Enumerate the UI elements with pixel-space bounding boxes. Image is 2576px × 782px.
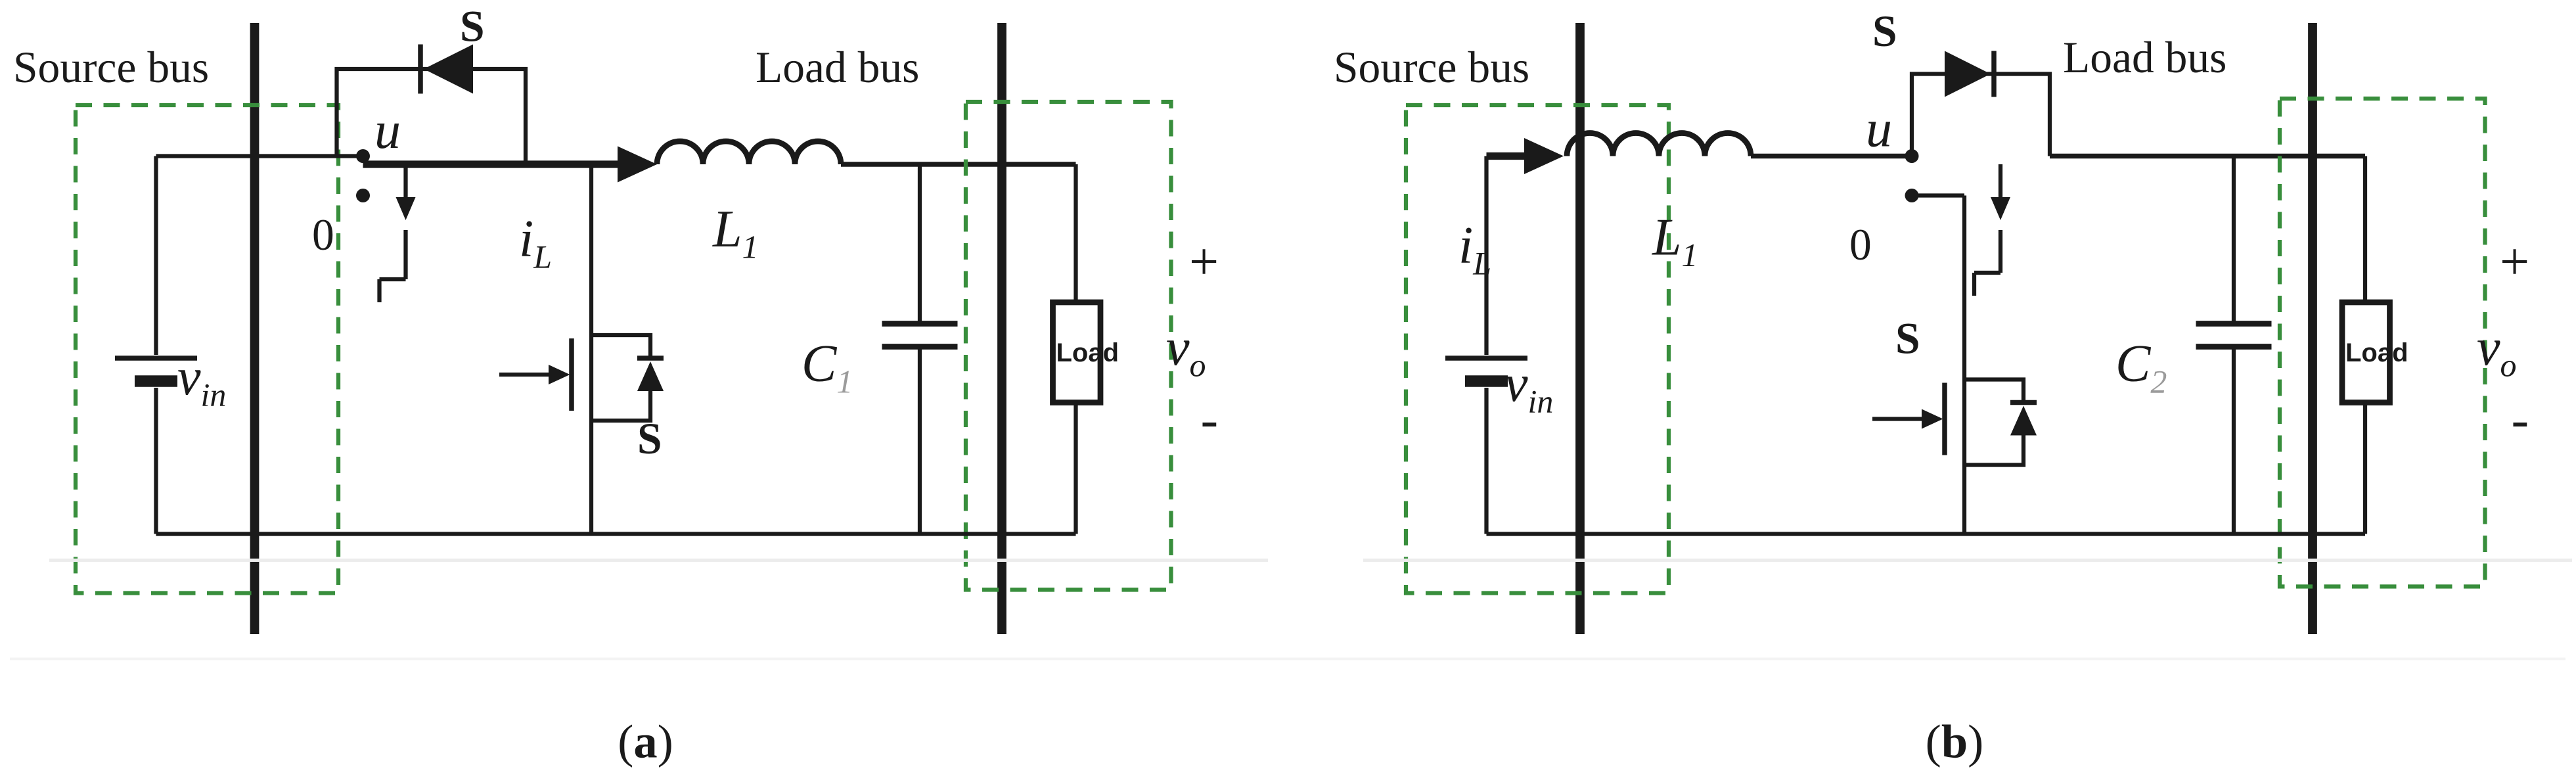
spdt-switch bbox=[1905, 149, 2010, 296]
zero-contact-icon bbox=[377, 230, 408, 303]
zero-contact-icon bbox=[1972, 230, 2003, 296]
caption-a: (a) bbox=[618, 715, 673, 768]
plus-sign: + bbox=[1189, 233, 1219, 291]
capacitor-label: C1 bbox=[802, 335, 853, 400]
capacitor-icon bbox=[882, 164, 958, 534]
input-voltage-label: vin bbox=[1504, 355, 1553, 420]
source-bus-label: Source bus bbox=[13, 43, 209, 92]
switch-node-s bbox=[1905, 149, 1919, 164]
capacitor-plates bbox=[2196, 321, 2272, 350]
load-resistor: Load bbox=[1050, 164, 1119, 534]
source-bus-box bbox=[73, 103, 341, 595]
u-label: u bbox=[1866, 101, 1892, 158]
inductor-label: L1 bbox=[712, 200, 759, 265]
body-diode-wire bbox=[1964, 377, 2026, 467]
gate-arrow-icon bbox=[549, 365, 570, 384]
battery-icon bbox=[114, 156, 197, 534]
load-label: Load bbox=[2345, 338, 2408, 367]
freewheel-diode-branch bbox=[334, 44, 528, 165]
arrow-down-icon bbox=[1991, 197, 2010, 220]
output-diode-branch bbox=[1909, 51, 2052, 156]
battery-icon bbox=[1445, 156, 1527, 534]
capacitor-plates bbox=[882, 321, 958, 350]
mosfet bbox=[1872, 193, 2037, 534]
plus-sign: + bbox=[2500, 233, 2529, 291]
diode-icon bbox=[424, 44, 473, 94]
panel-b: Source bus vin iL L1 u 0 bbox=[1334, 7, 2572, 768]
load-rect bbox=[2339, 299, 2393, 405]
diode-icon bbox=[1945, 51, 1991, 97]
source-bus-label: Source bus bbox=[1334, 43, 1529, 92]
switch-node-s bbox=[356, 149, 370, 164]
inductor-label: L1 bbox=[1652, 209, 1698, 274]
inductor-icon bbox=[654, 138, 844, 165]
inductor-current-label: iL bbox=[519, 210, 552, 275]
caption-b: (b) bbox=[1926, 715, 1984, 768]
input-voltage-label: vin bbox=[177, 348, 226, 413]
arrow-down-icon bbox=[395, 197, 416, 220]
gate-arrow-icon bbox=[1922, 409, 1943, 429]
load-bus-box bbox=[2277, 96, 2487, 589]
current-arrow-icon bbox=[1524, 138, 1564, 174]
minus-sign: - bbox=[2512, 391, 2529, 449]
source-bus-box bbox=[1403, 103, 1671, 595]
load-rect bbox=[1050, 299, 1104, 405]
zero-label: 0 bbox=[1849, 220, 1872, 269]
wire bbox=[1909, 72, 2052, 156]
load-resistor: Load bbox=[2339, 156, 2408, 534]
load-label: Load bbox=[1056, 338, 1119, 367]
mosfet-s-label: S bbox=[1895, 314, 1920, 363]
body-diode-icon bbox=[2010, 405, 2037, 436]
output-voltage-label: vo bbox=[1166, 319, 1206, 384]
minus-sign: - bbox=[1201, 391, 1219, 449]
zero-label: 0 bbox=[312, 210, 334, 260]
capacitor-label: C2 bbox=[2115, 335, 2167, 400]
load-bus-label: Load bus bbox=[2063, 33, 2226, 82]
load-bus-label: Load bus bbox=[756, 43, 919, 92]
body-diode-wire bbox=[591, 333, 653, 423]
u-label: u bbox=[374, 102, 401, 160]
mosfet-s-label: S bbox=[637, 414, 662, 463]
load-bus-box bbox=[963, 99, 1173, 592]
s-top-label: S bbox=[460, 2, 485, 51]
output-voltage-label: vo bbox=[2477, 319, 2517, 384]
capacitor-icon bbox=[2196, 156, 2272, 534]
mosfet bbox=[499, 164, 664, 534]
current-arrow-icon bbox=[618, 146, 657, 183]
spdt-switch bbox=[356, 149, 416, 303]
panel-a: Source bus vin u 0 S bbox=[13, 2, 1268, 768]
inductor-current-label: iL bbox=[1458, 217, 1491, 282]
inductor-icon bbox=[1564, 130, 1754, 156]
body-diode-icon bbox=[637, 361, 664, 391]
s-top-label: S bbox=[1872, 7, 1897, 56]
switch-node-0 bbox=[356, 189, 370, 203]
